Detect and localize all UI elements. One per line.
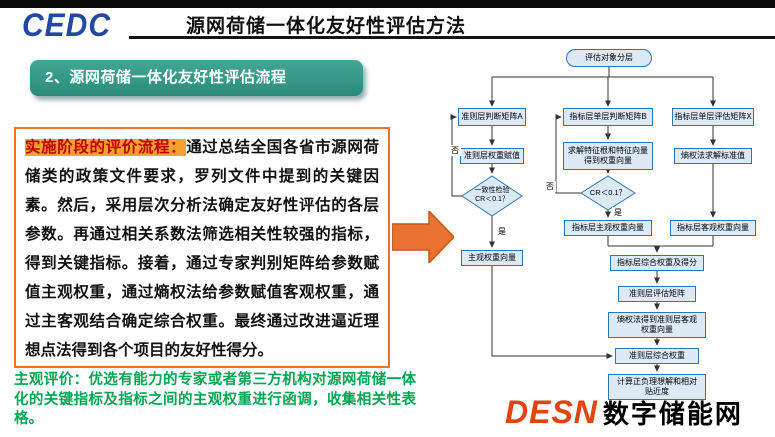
flow-decision-consistency-check: 一致性检验 CR＜0.1？	[474, 186, 510, 203]
flow-node-criteria-entropy-weights: 熵权法得到准则层客观 权重向量	[608, 312, 706, 338]
flow-node-topsis: 计算正负理想解和相对 贴近度	[608, 374, 706, 400]
flow-node-indicator-judgment-matrix: 指标层单层判断矩阵B	[563, 108, 653, 126]
flow-node-indicator-eval-matrix: 指标层单层评估矩阵X	[672, 108, 754, 126]
flow-label-yes-2: 是	[612, 207, 624, 218]
watermark-logo: DESN 数字储能网	[505, 394, 743, 431]
flow-node-entropy-standard: 熵权法求解标准值	[674, 148, 752, 164]
page-title: 源网荷储一体化友好性评估方法	[186, 16, 467, 37]
flow-label-no-1: 否	[449, 145, 461, 156]
desn-logo-text: 数字储能网	[602, 399, 743, 429]
right-arrow-icon	[392, 211, 454, 263]
flow-node-criteria-weight-assign: 准则层权重赋值	[460, 148, 524, 164]
description-body: 通过总结全国各省市源网荷储类的政策文件要求，罗列文件中提到的关键因素。然后，采用…	[25, 139, 379, 359]
flow-label-no-2: 否	[544, 181, 556, 192]
footnote: 主观评价：优选有能力的专家或者第三方机构对源网荷储一体化的关键指标及指标之间的主…	[14, 372, 416, 427]
flow-decision-cr-check: CR＜0.1？	[589, 187, 627, 197]
flow-node-criteria-eval-matrix: 准则层评估矩阵	[618, 286, 696, 302]
flow-node-subjective-weights: 主观权重向量	[461, 250, 523, 266]
flow-node-start: 评估对象分层	[566, 49, 652, 67]
top-bar	[0, 0, 775, 8]
flow-node-indicator-objective-weights: 指标层客观权重向量	[670, 220, 756, 236]
flow-node-eigenvector: 求解特征根和特征向量 得到权重向量	[563, 142, 653, 170]
company-logo: CEDC	[22, 8, 112, 44]
flow-node-indicator-combined-weights: 指标层综合权重及得分	[610, 255, 704, 271]
description-box: 实施阶段的评价流程：通过总结全国各省市源网荷储类的政策文件要求，罗列文件中提到的…	[14, 127, 390, 368]
flow-node-criteria-judgment-matrix: 准则层判断矩阵A	[458, 108, 526, 126]
title-divider	[129, 36, 775, 39]
flow-node-indicator-subjective-weights: 指标层主观权重向量	[564, 220, 652, 236]
flowchart-connector-lines	[450, 67, 717, 372]
flow-node-criteria-combined-weights: 准则层综合权重	[615, 348, 699, 364]
section-heading: 2、源网荷储一体化友好性评估流程	[30, 60, 363, 96]
flowchart: 评估对象分层 准则层判断矩阵A 指标层单层判断矩阵B 指标层单层评估矩阵X 准则…	[448, 45, 775, 417]
description-highlight: 实施阶段的评价流程：	[25, 139, 187, 156]
desn-logo: DESN	[505, 394, 598, 430]
flow-label-yes-1: 是	[496, 226, 508, 237]
